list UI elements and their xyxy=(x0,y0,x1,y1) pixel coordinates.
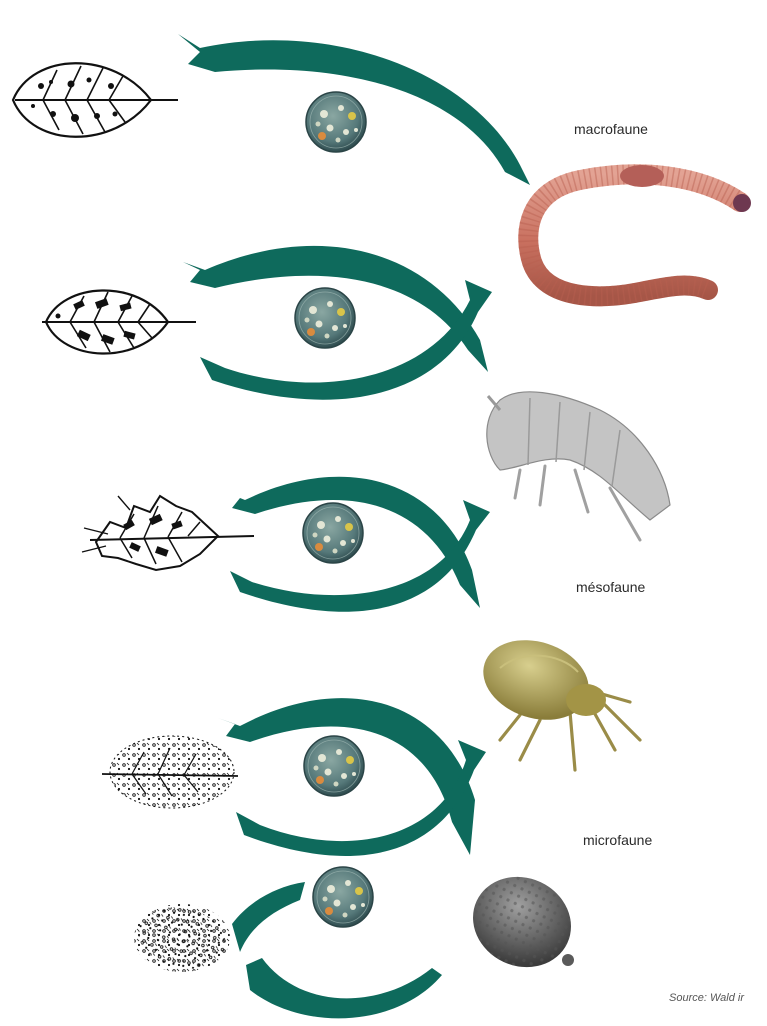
leaf-icon xyxy=(102,736,238,808)
leaf-icon xyxy=(133,900,232,977)
label-macrofaune: macrofaune xyxy=(574,121,648,137)
protozoan-icon xyxy=(458,861,586,983)
earthworm-icon xyxy=(528,165,751,296)
leaf-icon xyxy=(42,290,196,353)
source-credit: Source: Wald ir xyxy=(669,992,744,1004)
springtail-icon xyxy=(487,392,670,540)
label-mesofaune: mésofaune xyxy=(576,579,645,595)
petri-dish-icon xyxy=(306,92,366,152)
mite-icon xyxy=(473,627,640,770)
label-microfaune: microfaune xyxy=(583,832,652,848)
leaf-icon xyxy=(82,496,254,570)
petri-dish-icon xyxy=(303,503,363,563)
petri-dish-icon xyxy=(313,867,373,927)
petri-dish-icon xyxy=(295,288,355,348)
petri-dish-icon xyxy=(304,736,364,796)
leaf-icon xyxy=(13,63,178,137)
